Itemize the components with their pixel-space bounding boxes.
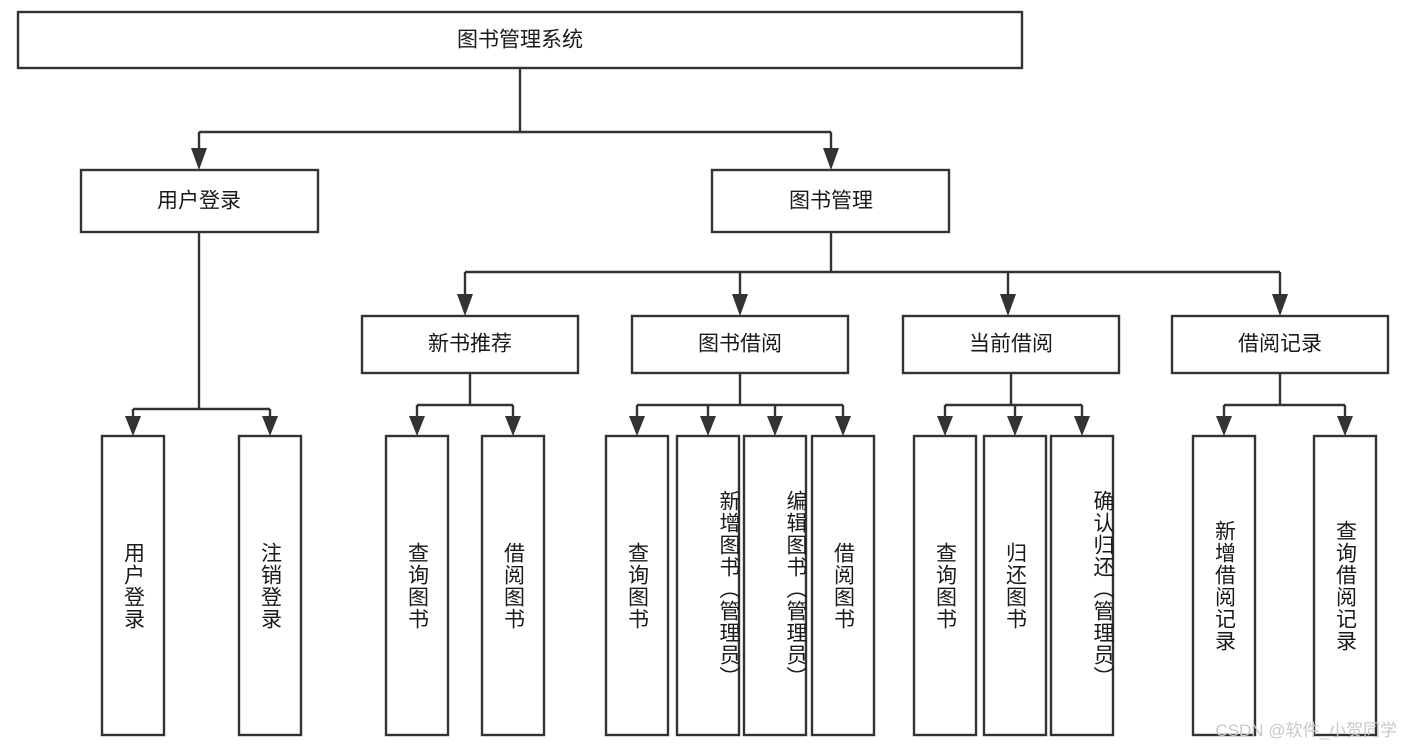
leaf-box-logout[interactable] [237, 434, 303, 737]
edge-group-book-mgmt [457, 232, 1288, 316]
leaf-box-add-record[interactable] [1191, 434, 1257, 737]
node-new-book-rec-box [360, 314, 580, 375]
leaf-box-query-book-2[interactable] [604, 434, 670, 737]
arrow-head-icon [262, 416, 278, 436]
leaf-box-borrow-book-2[interactable] [810, 434, 876, 737]
arrow-head-icon [1000, 294, 1016, 316]
node-root-box [16, 10, 1024, 70]
arrow-head-icon [835, 416, 851, 436]
leaf-box-user-login[interactable] [100, 434, 166, 737]
arrow-head-icon [1007, 416, 1023, 436]
node-book-mgmt-label: 图书管理 [789, 190, 873, 213]
edge-group-user-login [125, 232, 278, 436]
arrow-head-icon [937, 416, 953, 436]
arrow-head-icon [125, 416, 141, 436]
node-book-mgmt[interactable]: 图书管理 [710, 168, 951, 234]
node-current-borrow[interactable]: 当前借阅 [901, 314, 1121, 375]
leaf-box-query-record[interactable] [1312, 434, 1378, 737]
edge-group-book-borrow [629, 373, 851, 436]
arrow-head-icon [1272, 294, 1288, 316]
leaf-boxes [100, 434, 1378, 737]
arrow-head-icon [1337, 416, 1353, 436]
arrow-head-icon [823, 148, 839, 170]
edge-group-borrow-record [1216, 373, 1353, 436]
node-current-borrow-label: 当前借阅 [969, 333, 1053, 356]
node-user-login[interactable]: 用户登录 [79, 168, 320, 234]
node-user-login-box [79, 168, 320, 234]
arrow-head-icon [629, 416, 645, 436]
arrow-head-icon [409, 416, 425, 436]
node-root[interactable]: 图书管理系统 [16, 10, 1024, 70]
leaf-box-borrow-book-1[interactable] [480, 434, 546, 737]
csdn-watermark: CSDN @软件_小贺同学 [1215, 721, 1397, 740]
leaf-box-confirm-return[interactable] [1049, 434, 1115, 737]
arrow-head-icon [457, 294, 473, 316]
node-borrow-record[interactable]: 借阅记录 [1170, 314, 1390, 375]
leaf-box-edit-book[interactable] [742, 434, 808, 737]
edge-group-root [191, 68, 839, 170]
leaf-box-query-book-3[interactable] [912, 434, 978, 737]
arrow-head-icon [505, 416, 521, 436]
arrow-head-icon [1216, 416, 1232, 436]
arrow-head-icon [732, 294, 748, 316]
node-new-book-rec[interactable]: 新书推荐 [360, 314, 580, 375]
leaf-box-return-book[interactable] [982, 434, 1048, 737]
arrow-head-icon [191, 148, 207, 170]
edge-group-new-book-rec [409, 373, 521, 436]
leaf-box-add-book[interactable] [675, 434, 741, 737]
node-borrow-record-label: 借阅记录 [1238, 333, 1322, 356]
node-user-login-label: 用户登录 [157, 190, 241, 213]
node-book-borrow-label: 图书借阅 [698, 333, 782, 356]
node-book-borrow[interactable]: 图书借阅 [630, 314, 850, 375]
node-current-borrow-box [901, 314, 1121, 375]
arrow-head-icon [1074, 416, 1090, 436]
leaf-box-query-book-1[interactable] [384, 434, 450, 737]
arrow-head-icon [767, 416, 783, 436]
node-book-mgmt-box [710, 168, 951, 234]
node-book-borrow-box [630, 314, 850, 375]
node-root-label: 图书管理系统 [457, 29, 583, 52]
node-new-book-rec-label: 新书推荐 [428, 333, 512, 356]
node-borrow-record-box [1170, 314, 1390, 375]
edge-group-current-borrow [937, 373, 1090, 436]
arrow-head-icon [700, 416, 716, 436]
